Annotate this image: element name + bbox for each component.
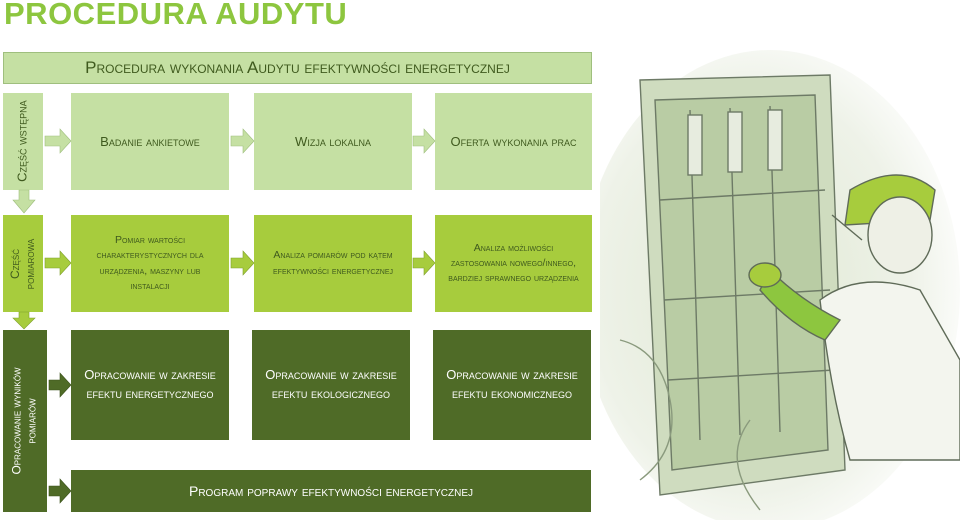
- improvement-program: Program poprawy efektywności energetyczn…: [71, 470, 591, 512]
- cabinet-icon: [619, 74, 846, 511]
- step-measurement: Pomiar wartości charakterystycznych dla …: [71, 215, 229, 312]
- procedure-banner: Procedura wykonania Audytu efektywności …: [3, 52, 592, 84]
- arrow-down-icon: [12, 311, 36, 330]
- row-label-intro: Część wstępna: [3, 93, 43, 190]
- step-analysis-efficiency: Analiza pomiarów pod kątem efektywności …: [254, 215, 412, 312]
- arrow-down-icon: [12, 189, 36, 214]
- step-survey: Badanie ankietowe: [71, 93, 229, 190]
- arrow-right-icon: [230, 250, 255, 276]
- result-economy: Opracowanie w zakresie efektu ekonomiczn…: [433, 330, 591, 440]
- arrow-right-icon: [412, 250, 436, 276]
- arrow-right-icon: [44, 250, 72, 276]
- worker-icon: [748, 174, 960, 461]
- arrow-right-icon: [48, 478, 72, 504]
- page-title: PROCEDURA AUDYTU: [4, 0, 348, 31]
- flow-arrows: [12, 128, 436, 504]
- worker-illustration: [600, 50, 960, 520]
- row-label-results: Opracowanie wyników pomiarów: [3, 330, 47, 512]
- step-analysis-replacement: Analiza możliwości zastosowania nowego/i…: [435, 215, 592, 312]
- step-offer: Oferta wykonania prac: [435, 93, 592, 190]
- arrow-right-icon: [230, 128, 255, 154]
- row-label-measurement: Część pomiarowa: [3, 215, 43, 312]
- result-energy: Opracowanie w zakresie efektu energetycz…: [71, 330, 229, 440]
- arrow-right-icon: [48, 372, 72, 398]
- result-ecology: Opracowanie w zakresie efektu ekologiczn…: [252, 330, 410, 440]
- arrow-right-icon: [44, 128, 72, 154]
- step-site-visit: Wizja lokalna: [254, 93, 412, 190]
- arrow-right-icon: [412, 128, 436, 154]
